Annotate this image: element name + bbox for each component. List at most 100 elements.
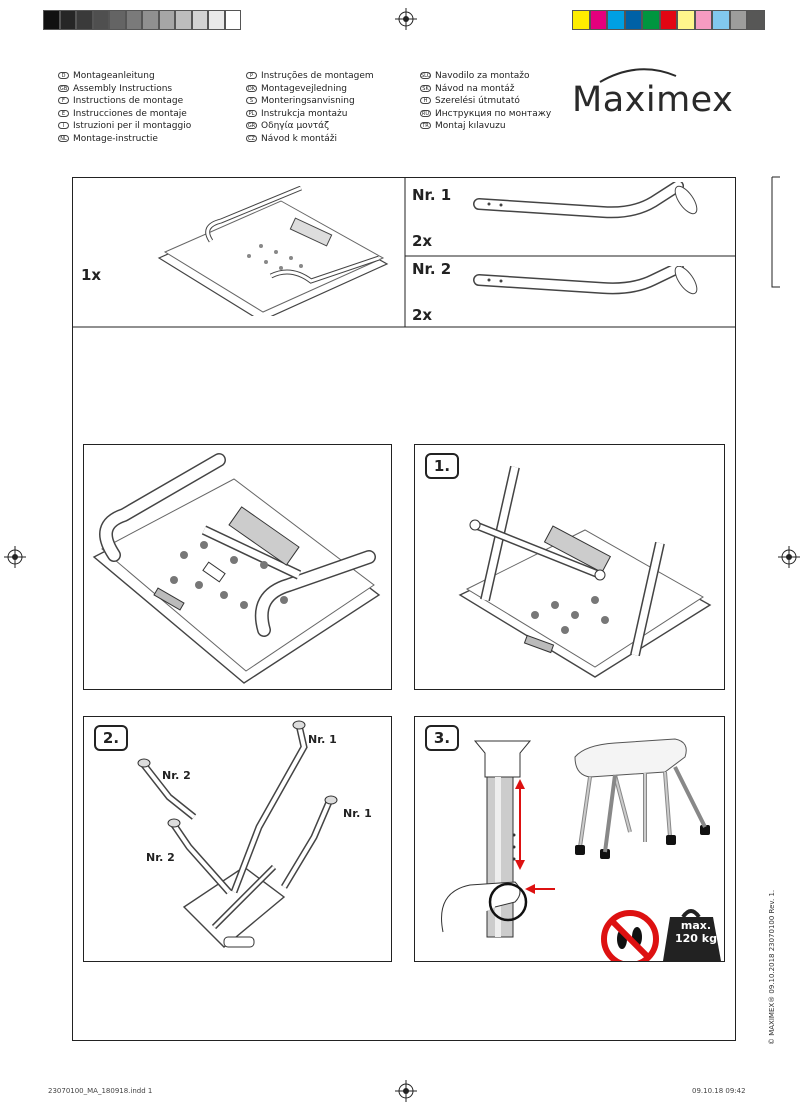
- brand-logo: Maximex: [572, 80, 734, 120]
- registration-mark-icon: [395, 8, 417, 30]
- language-item: E Instrucciones de montaje: [58, 108, 191, 121]
- language-label: Návod na montáž: [435, 83, 515, 94]
- language-label: Navodilo za montažo: [435, 71, 530, 81]
- language-label: Instrukcja montażu: [261, 108, 348, 119]
- color-swatch: [43, 10, 60, 30]
- color-swatch: [175, 10, 192, 30]
- language-label: Instruções de montagem: [261, 71, 374, 81]
- step-1-illustration: [458, 465, 712, 678]
- color-swatch: [589, 10, 607, 30]
- language-label: Instructions de montage: [73, 96, 184, 107]
- part1-label: Nr. 1: [412, 186, 452, 204]
- language-code-badge: SK: [420, 84, 431, 92]
- step-3-panel: 3. max.: [414, 716, 725, 962]
- language-item: D Montageanleitung: [58, 70, 191, 83]
- color-swatch: [109, 10, 126, 30]
- color-swatch: [712, 10, 730, 30]
- language-code-badge: F: [58, 97, 69, 105]
- color-swatch: [125, 10, 142, 30]
- language-code-badge: GB: [58, 84, 69, 92]
- step-1-badge: 1.: [425, 453, 459, 479]
- language-code-badge: H: [420, 97, 431, 105]
- language-code-badge: I: [58, 122, 69, 130]
- registration-mark-icon: [395, 1080, 417, 1102]
- language-code-badge: RU: [420, 109, 431, 117]
- language-code-badge: E: [58, 109, 69, 117]
- step-2-illustration: [137, 720, 338, 948]
- language-code-badge: P: [246, 72, 257, 79]
- language-item: PL Instrukcja montażu: [246, 108, 374, 121]
- color-swatch: [607, 10, 625, 30]
- color-swatch: [59, 10, 76, 30]
- language-item: GR Οδηγία μοντάζ: [246, 120, 374, 133]
- step-2-nr1-label-right: Nr. 1: [343, 807, 372, 820]
- overview-panel: [83, 444, 392, 690]
- language-item: H Szerelési útmutató: [420, 95, 551, 108]
- color-swatch: [191, 10, 208, 30]
- language-item: I Istruzioni per il montaggio: [58, 120, 191, 133]
- language-item: SLO Navodilo za montažo: [420, 70, 551, 83]
- language-code-badge: DK: [246, 84, 257, 92]
- language-label: Szerelési útmutató: [435, 96, 520, 107]
- color-swatch: [677, 10, 695, 30]
- language-label: Montageanleitung: [73, 71, 155, 81]
- step-2-nr2-label-bottom: Nr. 2: [146, 851, 175, 864]
- copyright-vertical: © MAXIMEX® 09.10.2018 23070100 Rev. 1.: [768, 889, 776, 1045]
- leg-part1-illustration: [473, 182, 698, 219]
- registration-mark-icon: [4, 546, 26, 568]
- footer-filename: 23070100_MA_180918.indd 1: [48, 1087, 153, 1095]
- instruction-frame: 1x Nr. 1 2x Nr. 2 2x 1.: [72, 177, 736, 1041]
- language-label: Οδηγία μοντάζ: [261, 121, 329, 132]
- color-swatch: [76, 10, 93, 30]
- language-item: P Instruções de montagem: [246, 70, 374, 83]
- language-code-badge: NL: [58, 134, 69, 142]
- color-swatch: [642, 10, 660, 30]
- language-label: Montage-instructie: [73, 133, 158, 144]
- language-code-badge: CZ: [246, 134, 257, 142]
- part2-label: Nr. 2: [412, 260, 452, 278]
- color-swatch: [624, 10, 642, 30]
- step-2-panel: 2. Nr. 1 Nr. 2 Nr. 1 Nr. 2: [83, 716, 392, 962]
- step-1-panel: 1.: [414, 444, 725, 690]
- stool-quantity: 1x: [81, 266, 102, 284]
- color-swatch: [224, 10, 241, 30]
- language-item: SK Návod na montáž: [420, 83, 551, 96]
- language-item: NL Montage-instructie: [58, 133, 191, 146]
- language-code-badge: PL: [246, 109, 257, 117]
- step-3-badge: 3.: [425, 725, 459, 751]
- language-item: GB Assembly Instructions: [58, 83, 191, 96]
- language-label: Assembly Instructions: [73, 83, 173, 94]
- leg-part2-illustration: [473, 266, 698, 295]
- language-label: Montagevejledning: [261, 83, 348, 94]
- language-label: Инструкция по монтажу: [435, 108, 552, 119]
- language-item: RU Инструкция по монтажу: [420, 108, 551, 121]
- color-swatch: [158, 10, 175, 30]
- color-swatch: [572, 10, 590, 30]
- folded-stool-illustration: [157, 186, 389, 316]
- language-code-badge: GR: [246, 122, 257, 130]
- language-code-badge: SLO: [420, 72, 431, 79]
- language-label: Istruzioni per il montaggio: [73, 121, 192, 132]
- step-2-badge: 2.: [94, 725, 128, 751]
- language-code-badge: D: [58, 72, 69, 79]
- footer-timestamp: 09.10.18 09:42: [692, 1087, 746, 1095]
- color-swatch: [747, 10, 765, 30]
- brand-arc-icon: [599, 68, 677, 83]
- color-swatch: [659, 10, 677, 30]
- part2-quantity: 2x: [412, 306, 433, 324]
- max-load-label: max. 120 kg: [675, 919, 717, 945]
- language-label: Instrucciones de montaje: [73, 108, 187, 119]
- part1-quantity: 2x: [412, 232, 433, 250]
- language-code-badge: TR: [420, 122, 431, 130]
- language-item: F Instructions de montage: [58, 95, 191, 108]
- step-2-nr2-label-top: Nr. 2: [162, 769, 191, 782]
- step-2-nr1-label-top: Nr. 1: [308, 733, 337, 746]
- color-swatch: [729, 10, 747, 30]
